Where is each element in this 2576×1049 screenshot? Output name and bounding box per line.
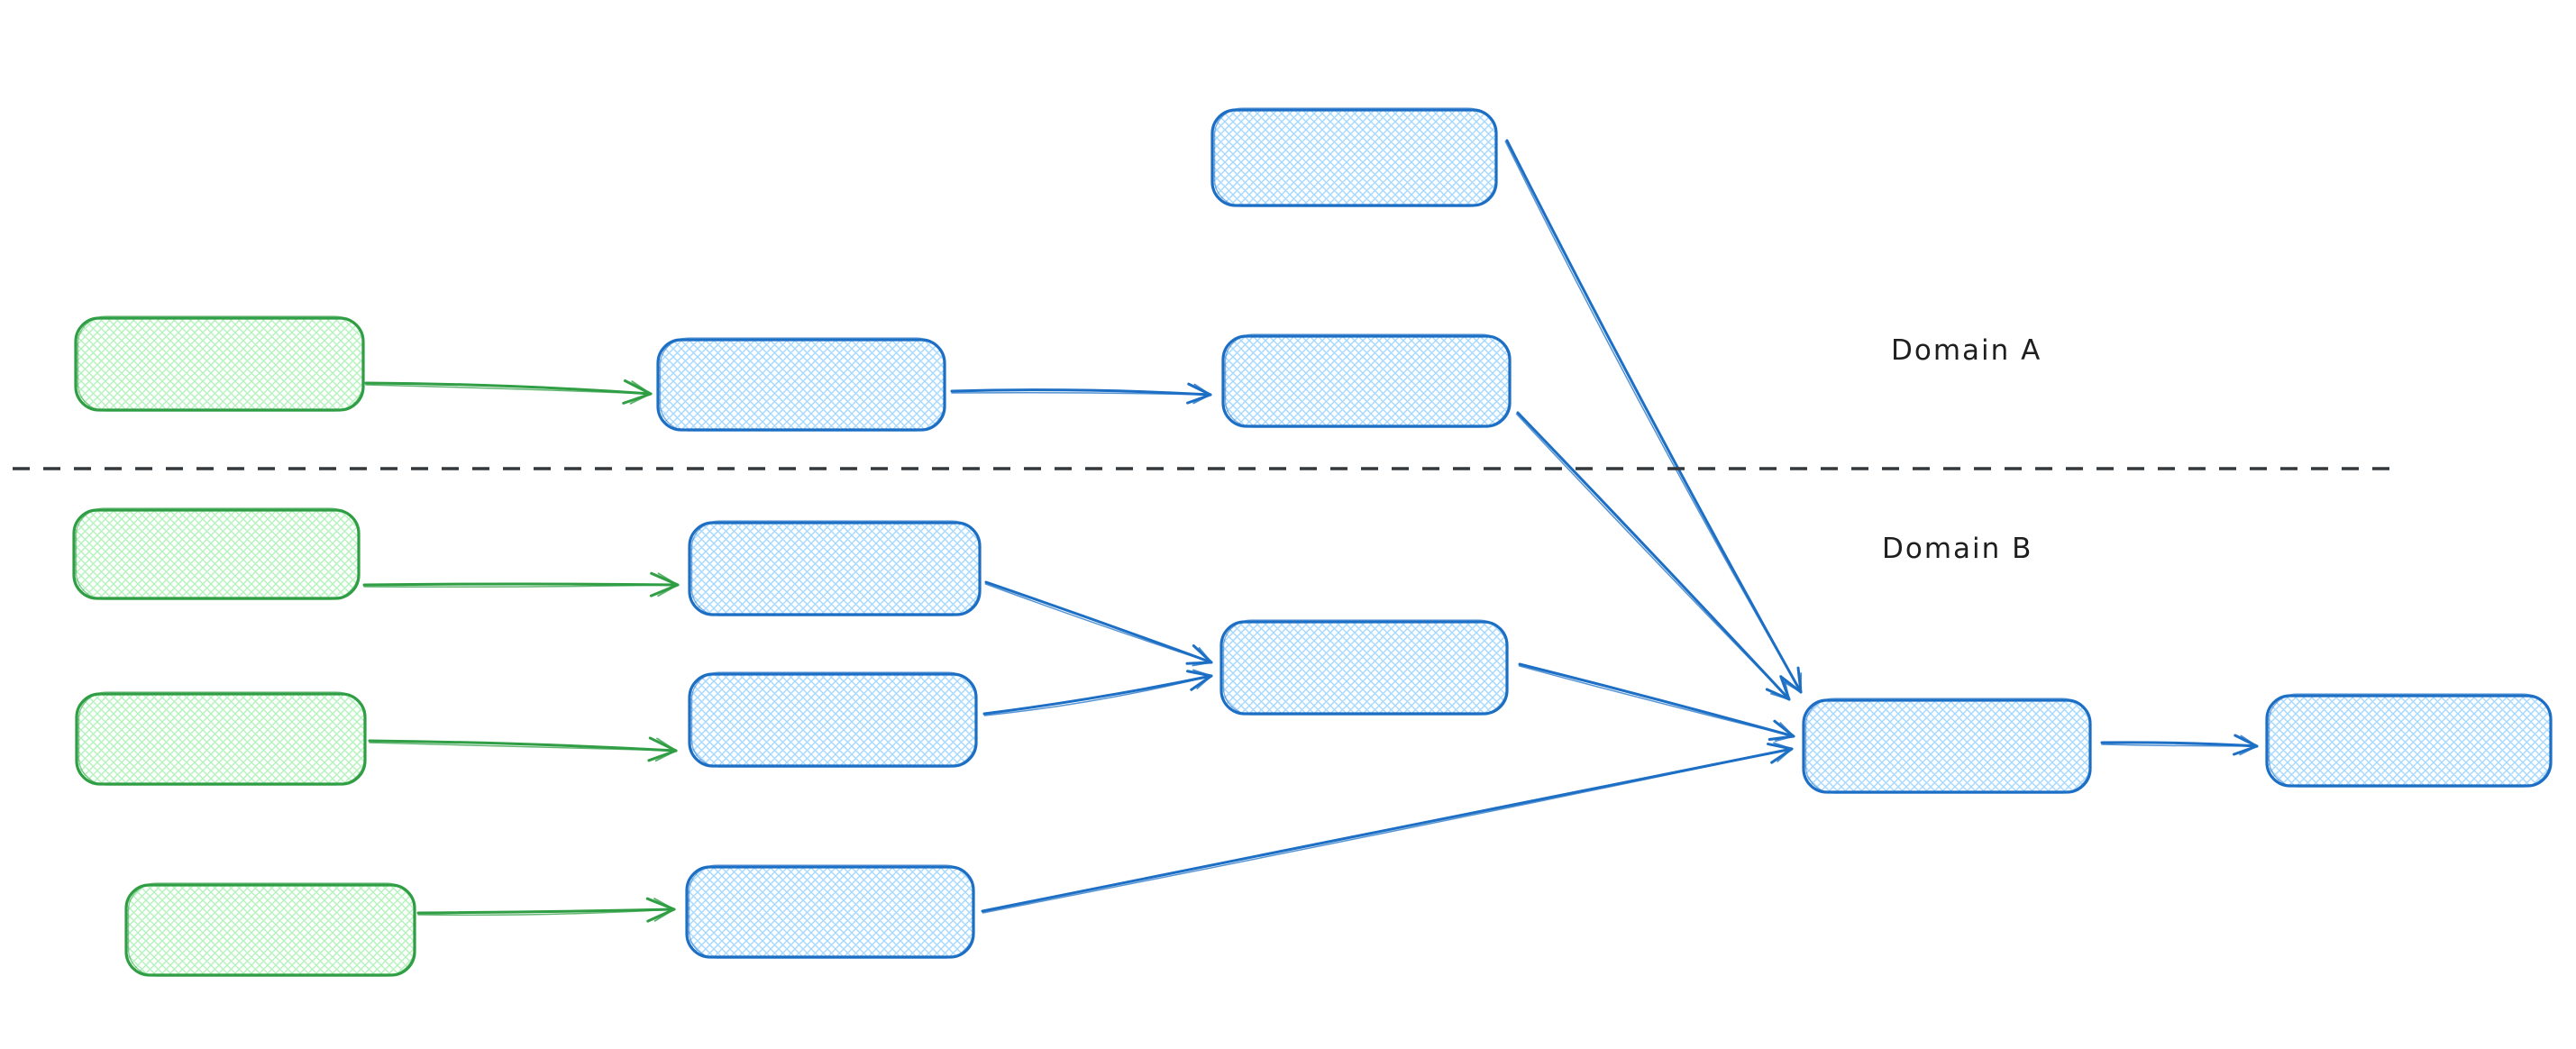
edge-green-arrow-2: [362, 571, 680, 597]
node-green-source-1: [74, 315, 365, 412]
node-blue-row4: [685, 864, 975, 959]
node-blue-merge: [1802, 698, 2092, 794]
node-blue-row1-mid: [656, 337, 946, 432]
edge-blue-merge-to-final: [2100, 734, 2259, 756]
node-blue-row3: [688, 671, 978, 768]
node-blue-top: [1210, 107, 1498, 207]
edge-blue-row1-arrow: [950, 382, 1212, 405]
edge-blue-top-to-merge: [1504, 139, 1803, 694]
edge-green-arrow-4: [416, 897, 676, 923]
edge-blue-center-to-merge: [1518, 662, 1795, 743]
domain-b-label: Domain B: [1882, 533, 2033, 565]
node-blue-final: [2265, 693, 2553, 788]
edge-blue-row2-to-center: [984, 580, 1213, 667]
edge-blue-row3-to-center: [982, 669, 1213, 716]
node-green-source-3: [75, 691, 367, 786]
domain-a-label: Domain A: [1891, 334, 2042, 367]
node-blue-row2: [688, 520, 982, 616]
edge-blue-row4-to-merge: [981, 742, 1794, 914]
node-green-source-2: [72, 507, 361, 600]
edge-green-arrow-1: [364, 379, 653, 405]
edge-green-arrow-3: [368, 736, 678, 762]
node-blue-row1-right: [1221, 333, 1512, 428]
edge-blue-right1-to-merge: [1515, 411, 1791, 701]
node-green-source-4: [124, 882, 416, 977]
node-blue-center: [1219, 619, 1509, 716]
